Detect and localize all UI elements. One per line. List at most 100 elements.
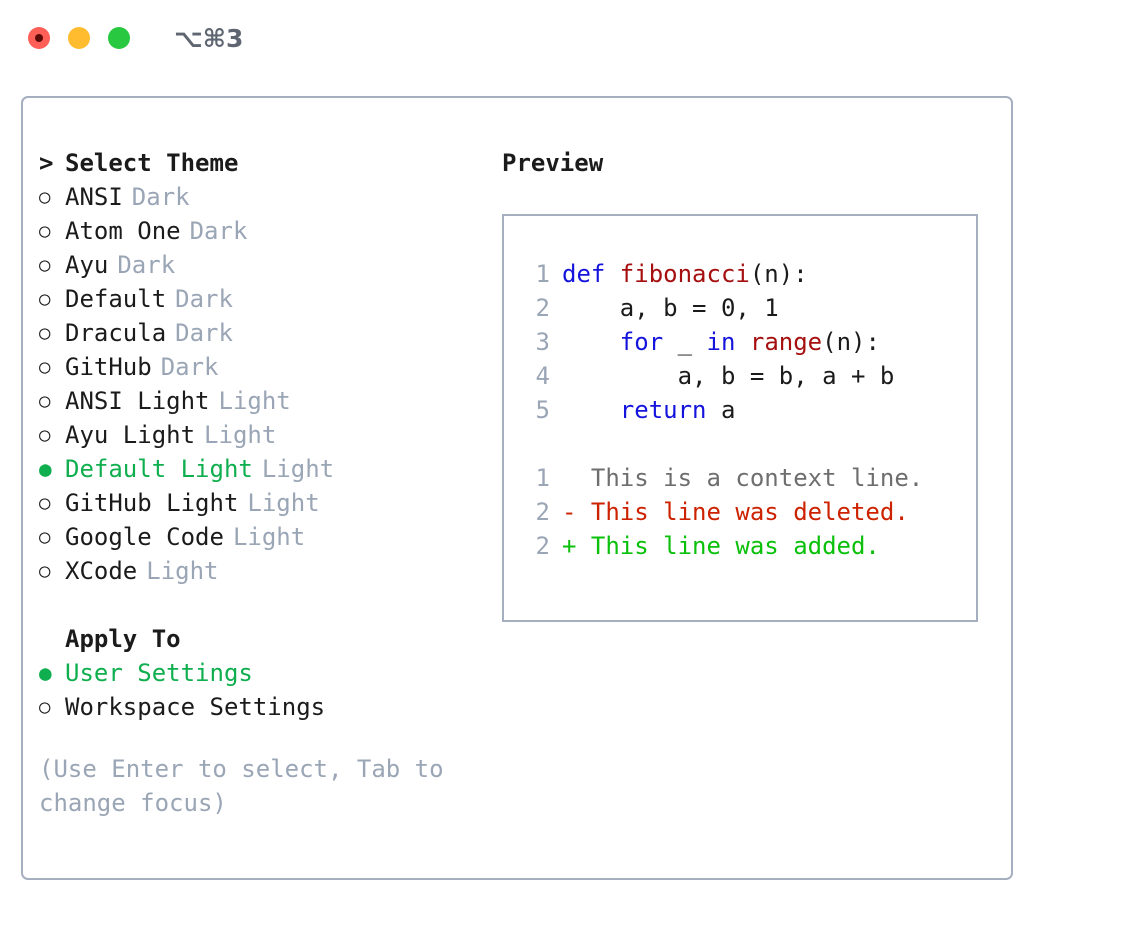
help-text: (Use Enter to select, Tab to change focu… <box>39 755 459 817</box>
theme-option-2[interactable]: ○ Ayu Dark <box>39 248 469 282</box>
diff-line-text: + This line was added. <box>562 532 880 560</box>
code-token-plain: _ <box>663 328 707 356</box>
option-variant-tag: Light <box>204 421 277 449</box>
code-token-kw: def <box>562 260 620 288</box>
radio-unselected-icon: ○ <box>39 322 51 344</box>
option-label: ANSI Light <box>65 387 210 415</box>
code-line-text: def fibonacci(n): <box>562 260 808 288</box>
option-variant-tag: Light <box>247 489 320 517</box>
code-token-plain: (n): <box>749 260 808 288</box>
option-label: Ayu <box>65 251 109 279</box>
code-line-text: a, b = 0, 1 <box>562 294 779 322</box>
option-variant-tag: Dark <box>117 251 176 279</box>
diff-line-add: 2+ This line was added. <box>516 532 976 566</box>
list-spacer <box>39 588 469 622</box>
code-line: 5 return a <box>516 396 976 430</box>
radio-unselected-icon: ○ <box>39 492 51 514</box>
option-label: Dracula <box>65 319 167 347</box>
theme-option-1[interactable]: ○ Atom One Dark <box>39 214 469 248</box>
code-line-text: return a <box>562 396 736 424</box>
option-label: ANSI <box>65 183 123 211</box>
radio-unselected-icon: ○ <box>39 288 51 310</box>
close-icon <box>35 34 43 42</box>
radio-unselected-icon: ○ <box>39 220 51 242</box>
option-label: Ayu Light <box>65 421 196 449</box>
code-token-plain <box>735 328 749 356</box>
traffic-light-group <box>28 27 130 49</box>
radio-unselected-icon: ○ <box>39 424 51 446</box>
code-line-text: a, b = b, a + b <box>562 362 895 390</box>
maximize-button[interactable] <box>108 27 130 49</box>
diff-line-ctx: 1 This is a context line. <box>516 464 976 498</box>
code-token-kw: in <box>706 328 736 356</box>
option-variant-tag: Dark <box>175 285 233 313</box>
theme-option-10[interactable]: ○ Google Code Light <box>39 520 469 554</box>
code-line-text: for _ in range(n): <box>562 328 880 356</box>
option-label: GitHub Light <box>65 489 239 517</box>
diff-line-number: 1 <box>535 464 550 492</box>
radio-selected-icon: ● <box>39 457 52 481</box>
radio-unselected-icon: ○ <box>39 526 51 548</box>
option-label: Google Code <box>65 523 224 551</box>
code-token-plain <box>562 328 620 356</box>
radio-unselected-icon: ○ <box>39 186 51 208</box>
code-line: 2 a, b = 0, 1 <box>516 294 976 328</box>
code-token-plain: a <box>706 396 736 424</box>
radio-unselected-icon: ○ <box>39 254 51 276</box>
caret-icon: > <box>39 149 54 177</box>
theme-option-6[interactable]: ○ ANSI Light Light <box>39 384 469 418</box>
code-line-number: 2 <box>535 294 550 322</box>
option-variant-tag: Light <box>218 387 291 415</box>
option-label: Workspace Settings <box>65 693 326 721</box>
theme-option-9[interactable]: ○ GitHub Light Light <box>39 486 469 520</box>
code-line: 4 a, b = b, a + b <box>516 362 976 396</box>
radio-unselected-icon: ○ <box>39 560 51 582</box>
apply-option-0[interactable]: ● User Settings <box>39 656 469 690</box>
code-line-number: 5 <box>535 396 550 424</box>
select-theme-heading: > Select Theme <box>39 146 469 180</box>
code-token-plain: a, b = 0, 1 <box>562 294 779 322</box>
keyboard-shortcut-label: ⌥⌘3 <box>174 23 244 53</box>
option-label: Atom One <box>65 217 181 245</box>
close-button[interactable] <box>28 27 50 49</box>
option-variant-tag: Dark <box>189 217 248 245</box>
option-variant-tag: Dark <box>160 353 219 381</box>
code-token-fn: range <box>749 328 823 356</box>
theme-option-7[interactable]: ○ Ayu Light Light <box>39 418 469 452</box>
option-label: User Settings <box>65 659 253 687</box>
option-variant-tag: Light <box>232 523 306 551</box>
apply-option-1[interactable]: ○ Workspace Settings <box>39 690 469 724</box>
radio-unselected-icon: ○ <box>39 696 51 718</box>
diff-line-text: - This line was deleted. <box>562 498 909 526</box>
diff-sample: 1 This is a context line.2 - This line wa… <box>516 464 976 566</box>
radio-unselected-icon: ○ <box>39 390 51 412</box>
code-line: 3 for _ in range(n): <box>516 328 976 362</box>
radio-selected-icon: ● <box>39 661 52 685</box>
apply-to-list: ● User Settings ○ Workspace Settings <box>39 656 469 724</box>
option-label: XCode <box>65 557 138 585</box>
diff-line-del: 2 - This line was deleted. <box>516 498 976 532</box>
code-token-fn: fibonacci <box>619 260 750 288</box>
window-titlebar: ⌥⌘3 <box>0 0 1140 76</box>
code-diff-gap <box>516 430 976 464</box>
select-theme-title: Select Theme <box>65 149 239 177</box>
code-token-plain <box>562 396 620 424</box>
code-token-kw: return <box>619 396 707 424</box>
code-token-plain: (n): <box>822 328 880 356</box>
minimize-button[interactable] <box>68 27 90 49</box>
diff-line-number: 2 <box>535 498 550 526</box>
code-token-kw: for <box>619 328 664 356</box>
option-label: GitHub <box>65 353 152 381</box>
